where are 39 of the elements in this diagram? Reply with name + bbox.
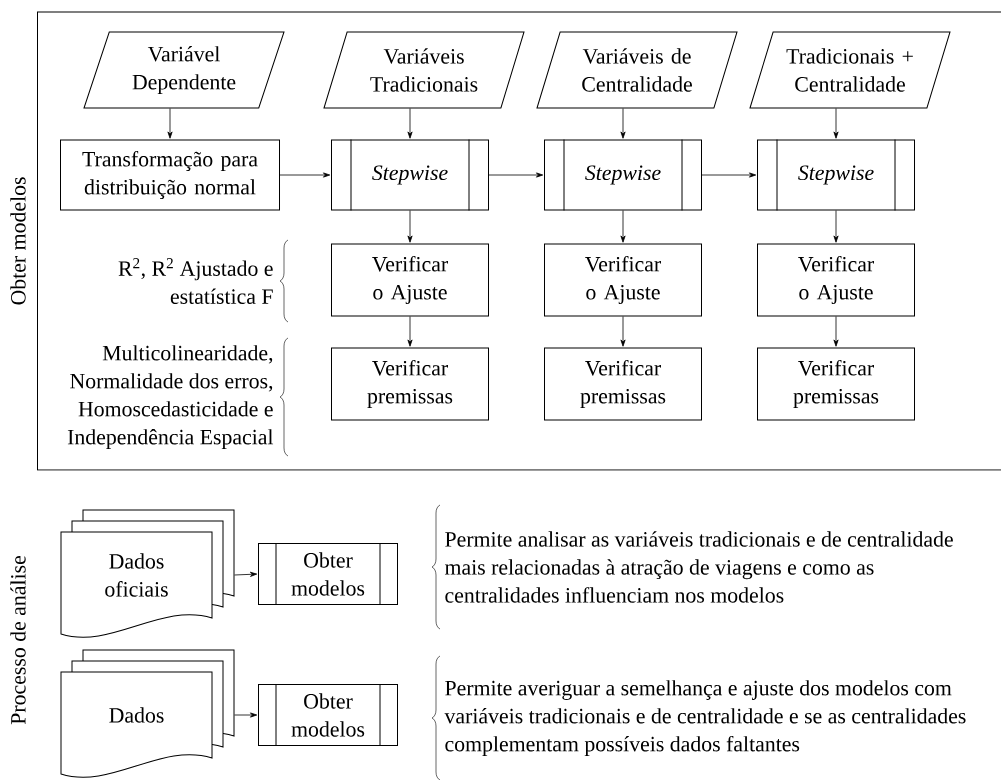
process-box: Verificar o Ajuste — [544, 243, 702, 317]
predefined-process-box: Stepwise — [544, 139, 702, 211]
arrow — [620, 108, 626, 139]
arrow — [234, 712, 258, 718]
annotation-text: R$^{2}$, R$^{2}$ Ajustado e estatística F — [118, 258, 273, 304]
arrow — [279, 172, 331, 178]
description-text: Permite averiguar a semelhança e ajuste dos modelos com variáveis tradicionais e de centralidade e se as centralidades complementam possíveis dados faltantes — [444, 680, 966, 756]
predefined-process-box: Obter modelos — [258, 542, 398, 606]
process-box: Verificar premissas — [544, 347, 702, 421]
arrow — [833, 108, 839, 139]
arrow — [620, 210, 626, 243]
arrow — [407, 210, 413, 243]
data-parallelogram: Variáveis de Centralidade — [536, 31, 738, 109]
data-parallelogram: Variável Dependente — [83, 31, 285, 109]
document-stack: Dados — [60, 649, 235, 778]
arrow — [833, 210, 839, 243]
predefined-process-box: Stepwise — [331, 139, 489, 211]
data-parallelogram: Tradicionais + Centralidade — [749, 31, 951, 109]
process-box: Verificar o Ajuste — [757, 243, 915, 317]
process-box: Verificar premissas — [757, 347, 915, 421]
arrow — [701, 172, 757, 178]
predefined-process-box: Obter modelos — [258, 683, 398, 747]
document-stack: Dados oficiais — [60, 509, 235, 638]
arrow — [620, 316, 626, 347]
data-parallelogram: Variáveis Tradicionais — [323, 31, 525, 109]
process-box: Transformação para distribuição normal — [60, 139, 280, 211]
arrow — [488, 172, 544, 178]
process-box: Verificar o Ajuste — [331, 243, 489, 317]
description-text: Permite analisar as variáveis tradicionais e de centralidade mais relacionadas à atração de viagens e como as centralidades influenciam nos modelos — [444, 531, 953, 603]
group-label: Processo de análise — [10, 556, 26, 725]
arrow — [833, 316, 839, 347]
arrow — [407, 108, 413, 139]
process-box: Verificar premissas — [331, 347, 489, 421]
annotation-text: Multicolinearidade, Normalidade dos erros, Homoscedasticidade e Independência Espacial — [67, 345, 274, 449]
arrow — [167, 108, 173, 139]
arrow — [407, 316, 413, 347]
arrow — [234, 571, 258, 577]
predefined-process-box: Stepwise — [757, 139, 915, 211]
group-label: Obter modelos — [10, 177, 26, 305]
